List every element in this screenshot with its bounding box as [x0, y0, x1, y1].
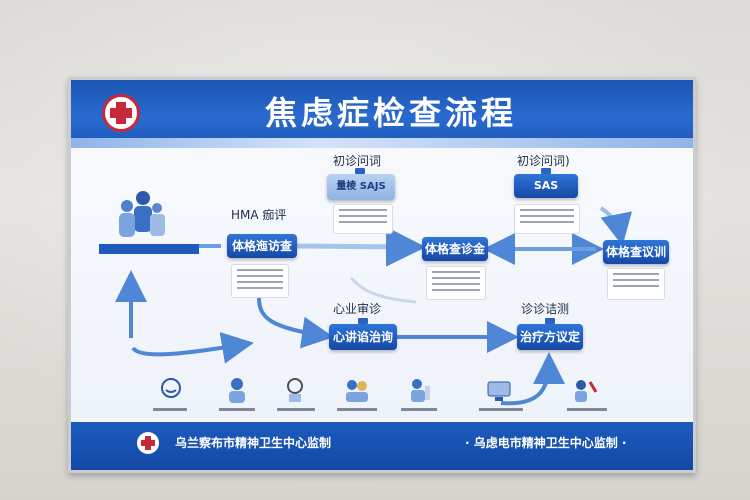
poster-board: 焦虑症检查流程 [68, 77, 696, 473]
consultation-icon [287, 378, 303, 402]
footer-right-text: · 乌虑电市精神卫生中心监制 · [465, 436, 627, 450]
doctors-illustration-icon [119, 191, 165, 237]
icon-caption-6 [479, 408, 523, 411]
label-diagnosis: 诊诊诘测 [521, 302, 570, 316]
sas-right-note [514, 204, 580, 234]
sas-left-node: 量棱 SAJS [327, 174, 395, 200]
label-initial-left: 初诊问词 [333, 154, 382, 168]
icon-caption-2 [219, 408, 255, 411]
examination-icon [411, 379, 430, 402]
label-initial-right: 初诊问词) [517, 154, 570, 168]
sas-left-badge [355, 168, 365, 174]
label-hma: HMA 痂评 [231, 208, 287, 222]
icon-caption-1 [153, 408, 187, 411]
poster-title: 焦虑症检查流程 [264, 94, 517, 132]
poster-header: 焦虑症检查流程 [71, 80, 693, 148]
check-right-node: 体格查议训 [603, 240, 669, 264]
team-icon [346, 380, 368, 402]
sas-right-node: SAS [514, 174, 578, 198]
pharmacy-icon [575, 380, 598, 402]
flow-arrows [115, 206, 632, 406]
red-cross-icon [137, 432, 159, 454]
footer-left-text: 乌兰察布市精神卫生中心监制 [175, 436, 332, 450]
intro-bar [99, 244, 199, 254]
icon-strip [71, 376, 693, 418]
check-right-note [607, 268, 665, 300]
consult-node: 心讲谄治询 [329, 324, 397, 350]
treatment-node: 治疗方议定 [517, 324, 583, 350]
treatment-badge [545, 318, 555, 324]
doctor-icon [229, 378, 245, 403]
label-psych-exam: 心业审诊 [333, 302, 382, 316]
icon-caption-3 [277, 408, 315, 411]
icon-caption-5 [401, 408, 437, 411]
poster-footer: 乌兰察布市精神卫生中心监制 · 乌虑电市精神卫生中心监制 · [71, 422, 693, 470]
check-center-node: 体格查诊金 [422, 237, 488, 261]
icon-caption-7 [567, 408, 607, 411]
sas-right-badge [541, 168, 551, 174]
monitor-icon [487, 381, 511, 401]
icon-caption-4 [337, 408, 377, 411]
consult-badge [358, 318, 368, 324]
patient-face-icon [161, 378, 181, 398]
flowchart-area: HMA 痂评 初诊问词 初诊问词) 心业审诊 诊诊诘测 量棱 SAJS SAS … [71, 148, 693, 418]
assess-note [231, 264, 289, 298]
assess-node: 体格迤访查 [227, 234, 297, 258]
sas-left-note [333, 204, 393, 234]
check-center-note [426, 266, 486, 300]
hospital-logo-icon [102, 94, 140, 132]
